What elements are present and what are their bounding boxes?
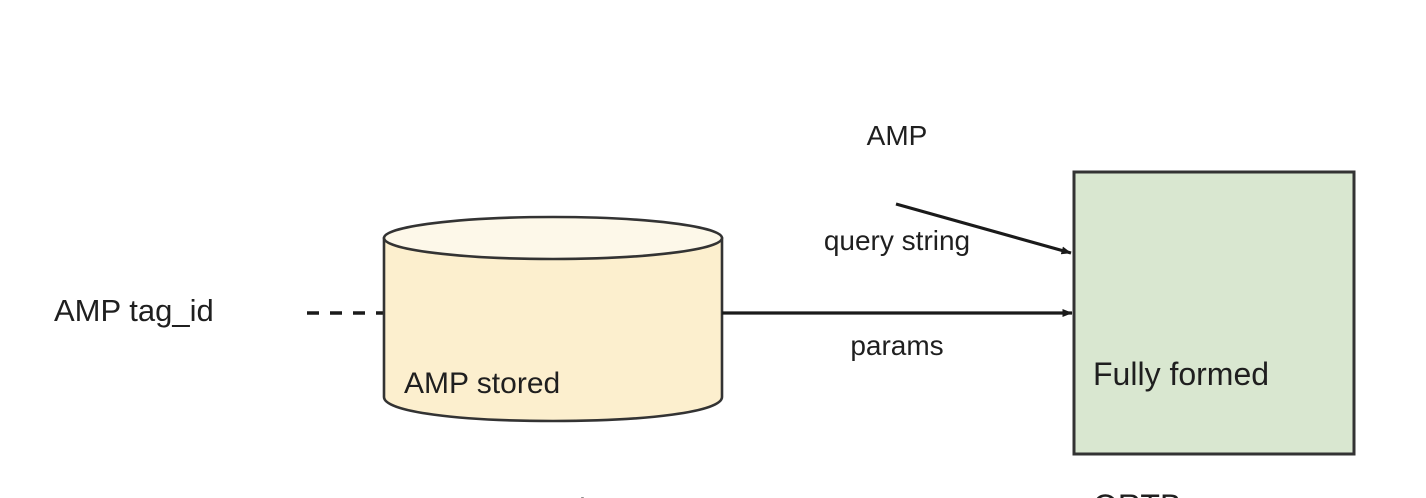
cylinder-label-line-2: request template — [404, 489, 627, 498]
input-label-amp-tag-id: AMP tag_id — [54, 293, 214, 328]
connector-annotation-to-box — [895, 202, 1072, 255]
cylinder-label-line-1: AMP stored — [404, 367, 561, 400]
output-box-label-line-2: ORTB — [1093, 484, 1269, 498]
annotation-line-1: AMP — [866, 120, 928, 151]
annotation-query-string-params: AMP query string params — [797, 48, 997, 433]
annotation-line-3: params — [850, 330, 944, 361]
cylinder-label: AMP stored request template — [404, 279, 627, 498]
output-box-label: Fully formed ORTB — [1093, 264, 1269, 498]
cylinder-body — [382, 236, 724, 423]
cylinder-top-ellipse — [382, 215, 724, 261]
output-box-shape — [1072, 170, 1356, 456]
annotation-line-2: query string — [823, 225, 971, 256]
output-box-label-line-1: Fully formed — [1093, 356, 1270, 392]
